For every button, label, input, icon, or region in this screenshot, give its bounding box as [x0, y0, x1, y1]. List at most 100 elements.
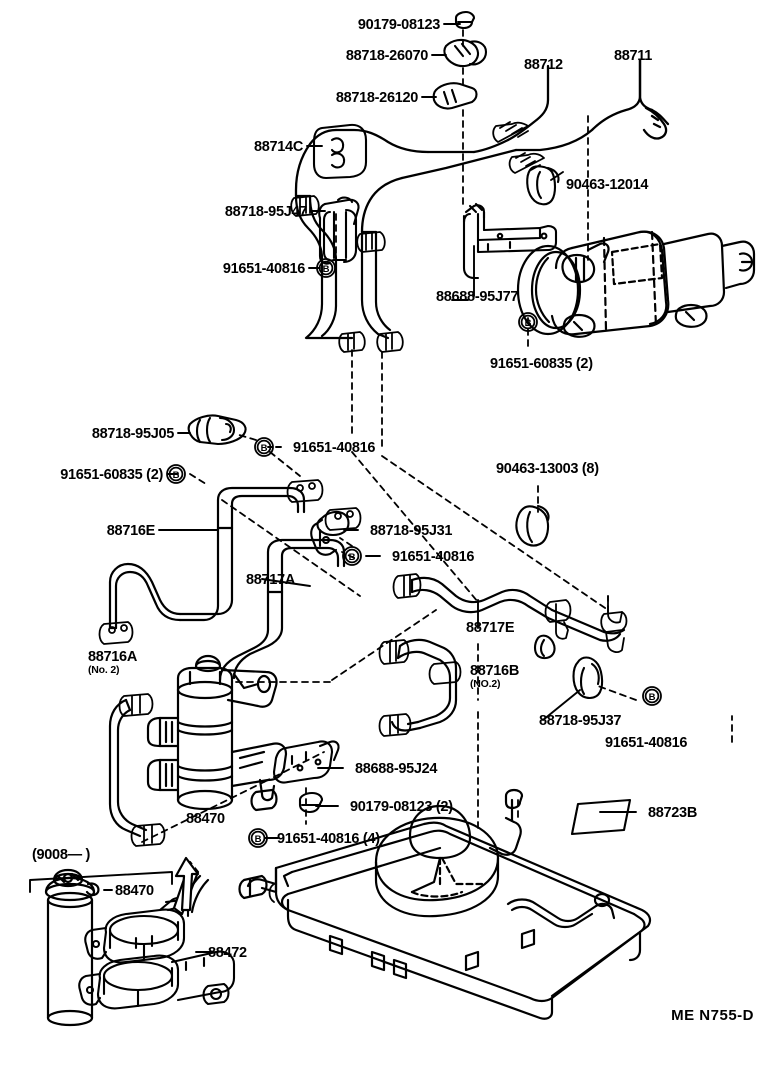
part-label-88688-95j77-text: 88688-95J77 [436, 289, 519, 305]
part-label-91651-40816-b-text: 91651-40816 [293, 440, 376, 456]
part-label-90463-12014-text: 90463-12014 [566, 177, 649, 193]
part-label-88718-26070-text: 88718-26070 [345, 48, 428, 64]
part-label-88712-text: 88712 [524, 57, 563, 73]
part-label-90179-08123-2-text: 90179-08123 (2) [350, 799, 453, 815]
bottom-left-connector [268, 883, 275, 903]
svg-text:B: B [349, 552, 356, 563]
part-label-88723b-text: 88723B [648, 805, 697, 821]
hose-88711 [514, 58, 670, 152]
part-label-91651-40816-c: 91651-40816 [392, 549, 475, 565]
part-label-88717e-text: 88717E [466, 620, 515, 636]
part-label-88688-95j24: 88688-95J24 [355, 761, 438, 777]
part-88718-26070 [443, 38, 488, 68]
part-label-88718-95j05-text: 88718-95J05 [91, 426, 174, 442]
part-label-88718-95j31: 88718-95J31 [370, 523, 452, 539]
tube-88717e-fittings [392, 573, 628, 653]
part-label-90179-08123: 90179-08123 [357, 17, 440, 33]
part-label-88470-b-text: 88470 [115, 883, 154, 899]
hose-88716b-right-fitting [428, 661, 462, 685]
part-label-91651-60835-a: 91651-60835 (2) [490, 356, 593, 372]
part-88718-95j05 [187, 414, 247, 446]
part-88723b [570, 798, 632, 836]
part-label-88716a-sublabel: (No. 2) [88, 664, 120, 677]
part-label-88718-26120: 88718-26120 [335, 90, 418, 106]
part-90463-12014 [526, 165, 560, 206]
part-label-88716a-text: 88716A [88, 649, 137, 665]
svg-text:B: B [173, 470, 180, 481]
svg-text:B: B [261, 443, 268, 454]
part-label-88716e-text: 88716E [106, 523, 156, 539]
part-label-88717e: 88717E [466, 620, 515, 636]
hose-88716b-fittings [378, 639, 412, 737]
part-label-90179-08123-2: 90179-08123 (2) [350, 799, 453, 815]
svg-text:B: B [649, 692, 656, 703]
part-label-91651-40816-4: 91651-40816 (4) [277, 831, 380, 847]
part-88718-95j31 [310, 510, 350, 556]
bracket-note-9008: (9008— ) [32, 847, 91, 863]
part-label-91651-40816-4-text: 91651-40816 (4) [277, 831, 380, 847]
part-label-88718-95j47: 88718-95J47 [224, 204, 307, 220]
part-label-88718-95j37-text: 88718-95J37 [539, 713, 622, 729]
part-88688-95j77 [462, 202, 558, 280]
part-label-88712: 88712 [524, 57, 563, 73]
part-88718-95j37 [572, 656, 604, 700]
hose-88716b [390, 638, 458, 732]
assembly-arrow [172, 856, 210, 916]
part-88470-assembly [146, 654, 288, 812]
part-88688-95j24 [272, 740, 340, 784]
tube-ferrules-mid [290, 195, 404, 353]
part-label-88472: 88472 [208, 945, 247, 961]
diagram-code: ME N755-D [671, 1007, 754, 1024]
hose-ferrules [492, 121, 545, 174]
part-label-88688-95j77: 88688-95J77 [436, 289, 519, 305]
svg-text:B: B [323, 264, 330, 275]
part-label-90463-13003: 90463-13003 (8) [496, 461, 599, 477]
part-label-91651-60835-b: 91651-60835 (2) [60, 467, 163, 483]
part-label-88718-26070: 88718-26070 [345, 48, 428, 64]
part-label-90463-13003-text: 90463-13003 (8) [496, 461, 599, 477]
part-label-88718-95j37: 88718-95J37 [539, 713, 622, 729]
part-label-88717a-text: 88717A [246, 572, 295, 588]
part-label-88716b: 88716B(NO.2) [470, 663, 519, 690]
part-label-88718-95j47-text: 88718-95J47 [224, 204, 307, 220]
part-label-88717a: 88717A [246, 572, 295, 588]
part-condenser [238, 788, 652, 1020]
part-label-91651-40816-c-text: 91651-40816 [392, 549, 475, 565]
part-90179-08123-top [454, 10, 476, 30]
svg-text:B: B [255, 834, 262, 845]
tube-connector-cups [98, 479, 362, 645]
part-label-88716a: 88716A(No. 2) [88, 649, 137, 677]
part-label-88688-95j24-text: 88688-95J24 [355, 761, 438, 777]
part-label-88711: 88711 [614, 48, 652, 64]
hose-88711-lower-run [360, 148, 518, 234]
hose-88716a-fittings [118, 693, 166, 847]
tube-88717e [410, 576, 626, 642]
part-label-88714c-text: 88714C [254, 139, 303, 155]
part-label-88472-text: 88472 [208, 945, 247, 961]
part-label-88714c: 88714C [254, 139, 303, 155]
part-label-91651-40816-a-text: 91651-40816 [222, 261, 305, 277]
part-label-91651-40816-b: 91651-40816 [293, 440, 376, 456]
part-label-88718-95j05: 88718-95J05 [91, 426, 174, 442]
part-label-88723b: 88723B [648, 805, 697, 821]
part-label-91651-40816-a: 91651-40816 [222, 261, 305, 277]
part-compressor [516, 230, 756, 338]
part-label-88718-26120-text: 88718-26120 [335, 90, 418, 106]
part-90463-13003 [515, 504, 550, 547]
part-88714c [312, 123, 368, 180]
part-label-91651-60835-b-text: 91651-60835 (2) [60, 467, 163, 483]
part-90179-08123-2 [298, 791, 324, 814]
part-label-88470-a-text: 88470 [186, 811, 225, 827]
part-88470-loose [29, 868, 173, 1027]
part-88718-95j47 [318, 196, 360, 265]
part-label-88716e: 88716E [106, 523, 156, 539]
part-label-91651-40816-d-text: 91651-40816 [605, 735, 688, 751]
tube-network-88716e-88717a [108, 486, 346, 682]
part-88718-26120 [432, 82, 478, 110]
part-label-90463-12014: 90463-12014 [566, 177, 649, 193]
part-label-91651-40816-d: 91651-40816 [605, 735, 688, 751]
part-label-90179-08123-text: 90179-08123 [357, 17, 440, 33]
descending-tubes [294, 194, 392, 340]
hose-88712 [294, 64, 550, 198]
